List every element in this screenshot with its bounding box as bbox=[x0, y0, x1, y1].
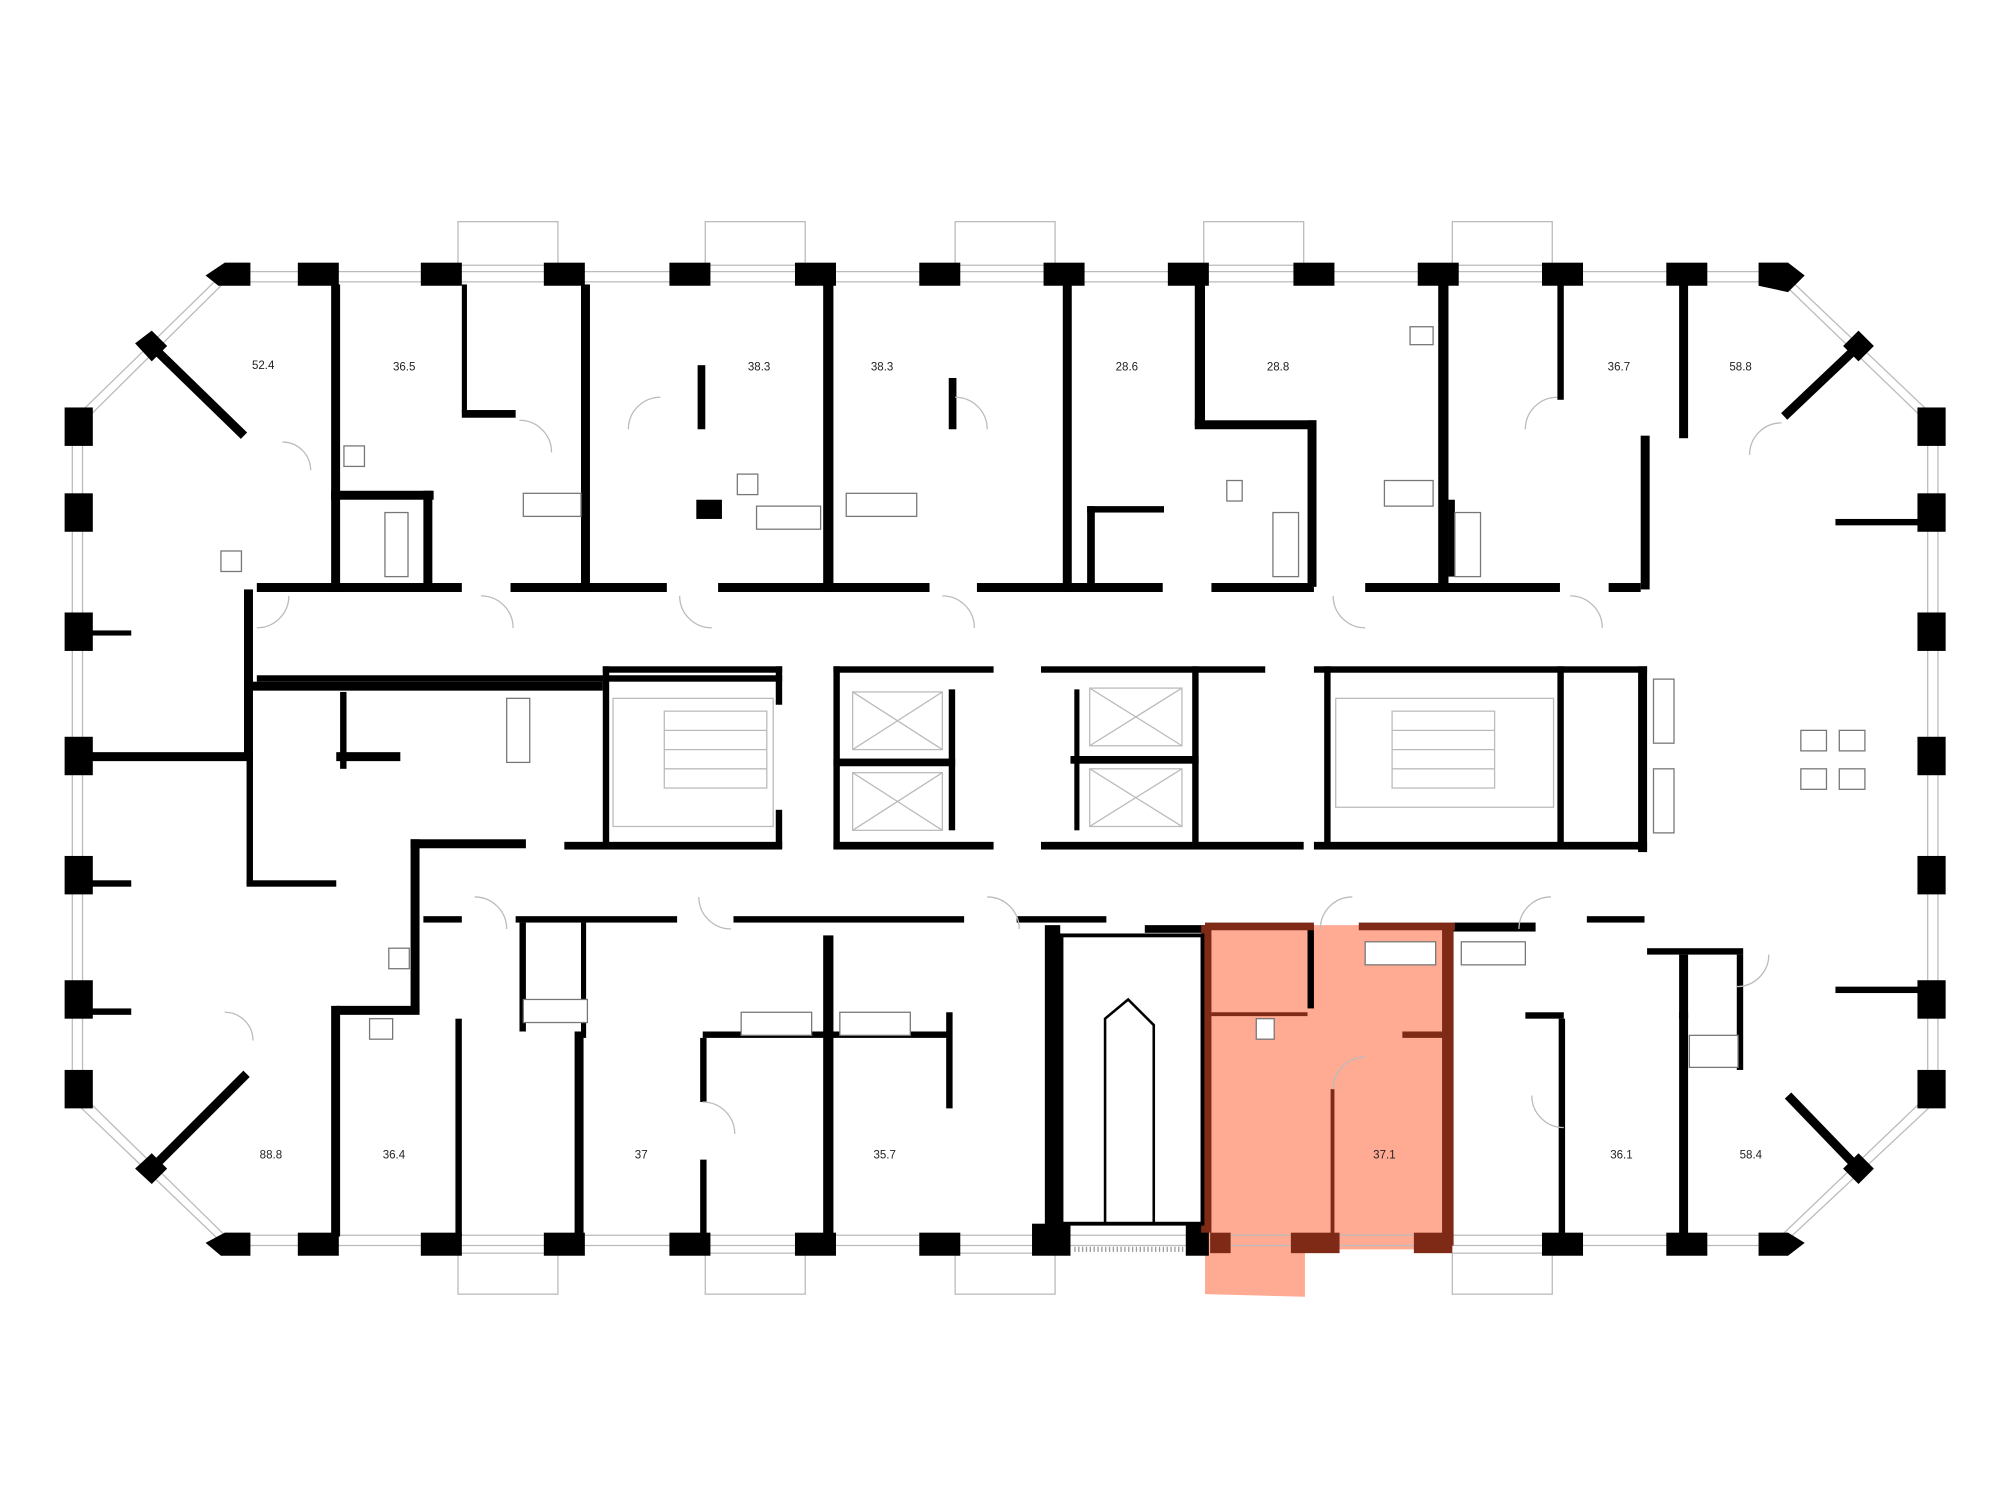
apartment-area-bottom-6[interactable]: 36.1 bbox=[1610, 1149, 1632, 1161]
apartment-area-top-8[interactable]: 58.8 bbox=[1729, 361, 1751, 373]
stairs-and-lifts bbox=[612, 687, 1555, 831]
apartment-area-top-7[interactable]: 36.7 bbox=[1608, 361, 1630, 373]
core-walls bbox=[256, 666, 1648, 933]
bathroom-fixtures bbox=[220, 326, 1866, 1069]
doors bbox=[224, 396, 1782, 1135]
apartment-area-bottom-1[interactable]: 88.8 bbox=[260, 1149, 282, 1161]
selected-apartment-walls bbox=[1201, 922, 1455, 1254]
apartment-area-labels: 52.4 36.5 38.3 38.3 28.6 28.8 36.7 58.8 … bbox=[252, 360, 1763, 1161]
apartment-area-bottom-5-selected[interactable]: 37.1 bbox=[1373, 1149, 1395, 1161]
apartment-area-top-1[interactable]: 52.4 bbox=[252, 360, 275, 372]
columns bbox=[64, 262, 1946, 1256]
corner-walls bbox=[148, 342, 1862, 1172]
apartment-area-top-2[interactable]: 36.5 bbox=[393, 361, 415, 373]
apartment-area-bottom-3[interactable]: 37 bbox=[635, 1149, 648, 1161]
apartment-area-bottom-4[interactable]: 35.7 bbox=[873, 1149, 895, 1161]
apartment-area-top-5[interactable]: 28.6 bbox=[1116, 361, 1138, 373]
apartment-area-bottom-7[interactable]: 58.4 bbox=[1740, 1149, 1763, 1161]
apartment-area-top-6[interactable]: 28.8 bbox=[1267, 361, 1289, 373]
balconies bbox=[457, 221, 1553, 1295]
apartment-area-top-3[interactable]: 38.3 bbox=[748, 361, 770, 373]
left-wing-walls bbox=[79, 589, 603, 1237]
bottom-walls bbox=[455, 518, 1926, 1237]
apartment-area-top-4[interactable]: 38.3 bbox=[871, 361, 893, 373]
apartment-area-bottom-2[interactable]: 36.4 bbox=[383, 1149, 406, 1161]
shaft bbox=[1059, 933, 1205, 1252]
top-walls bbox=[256, 284, 1689, 592]
